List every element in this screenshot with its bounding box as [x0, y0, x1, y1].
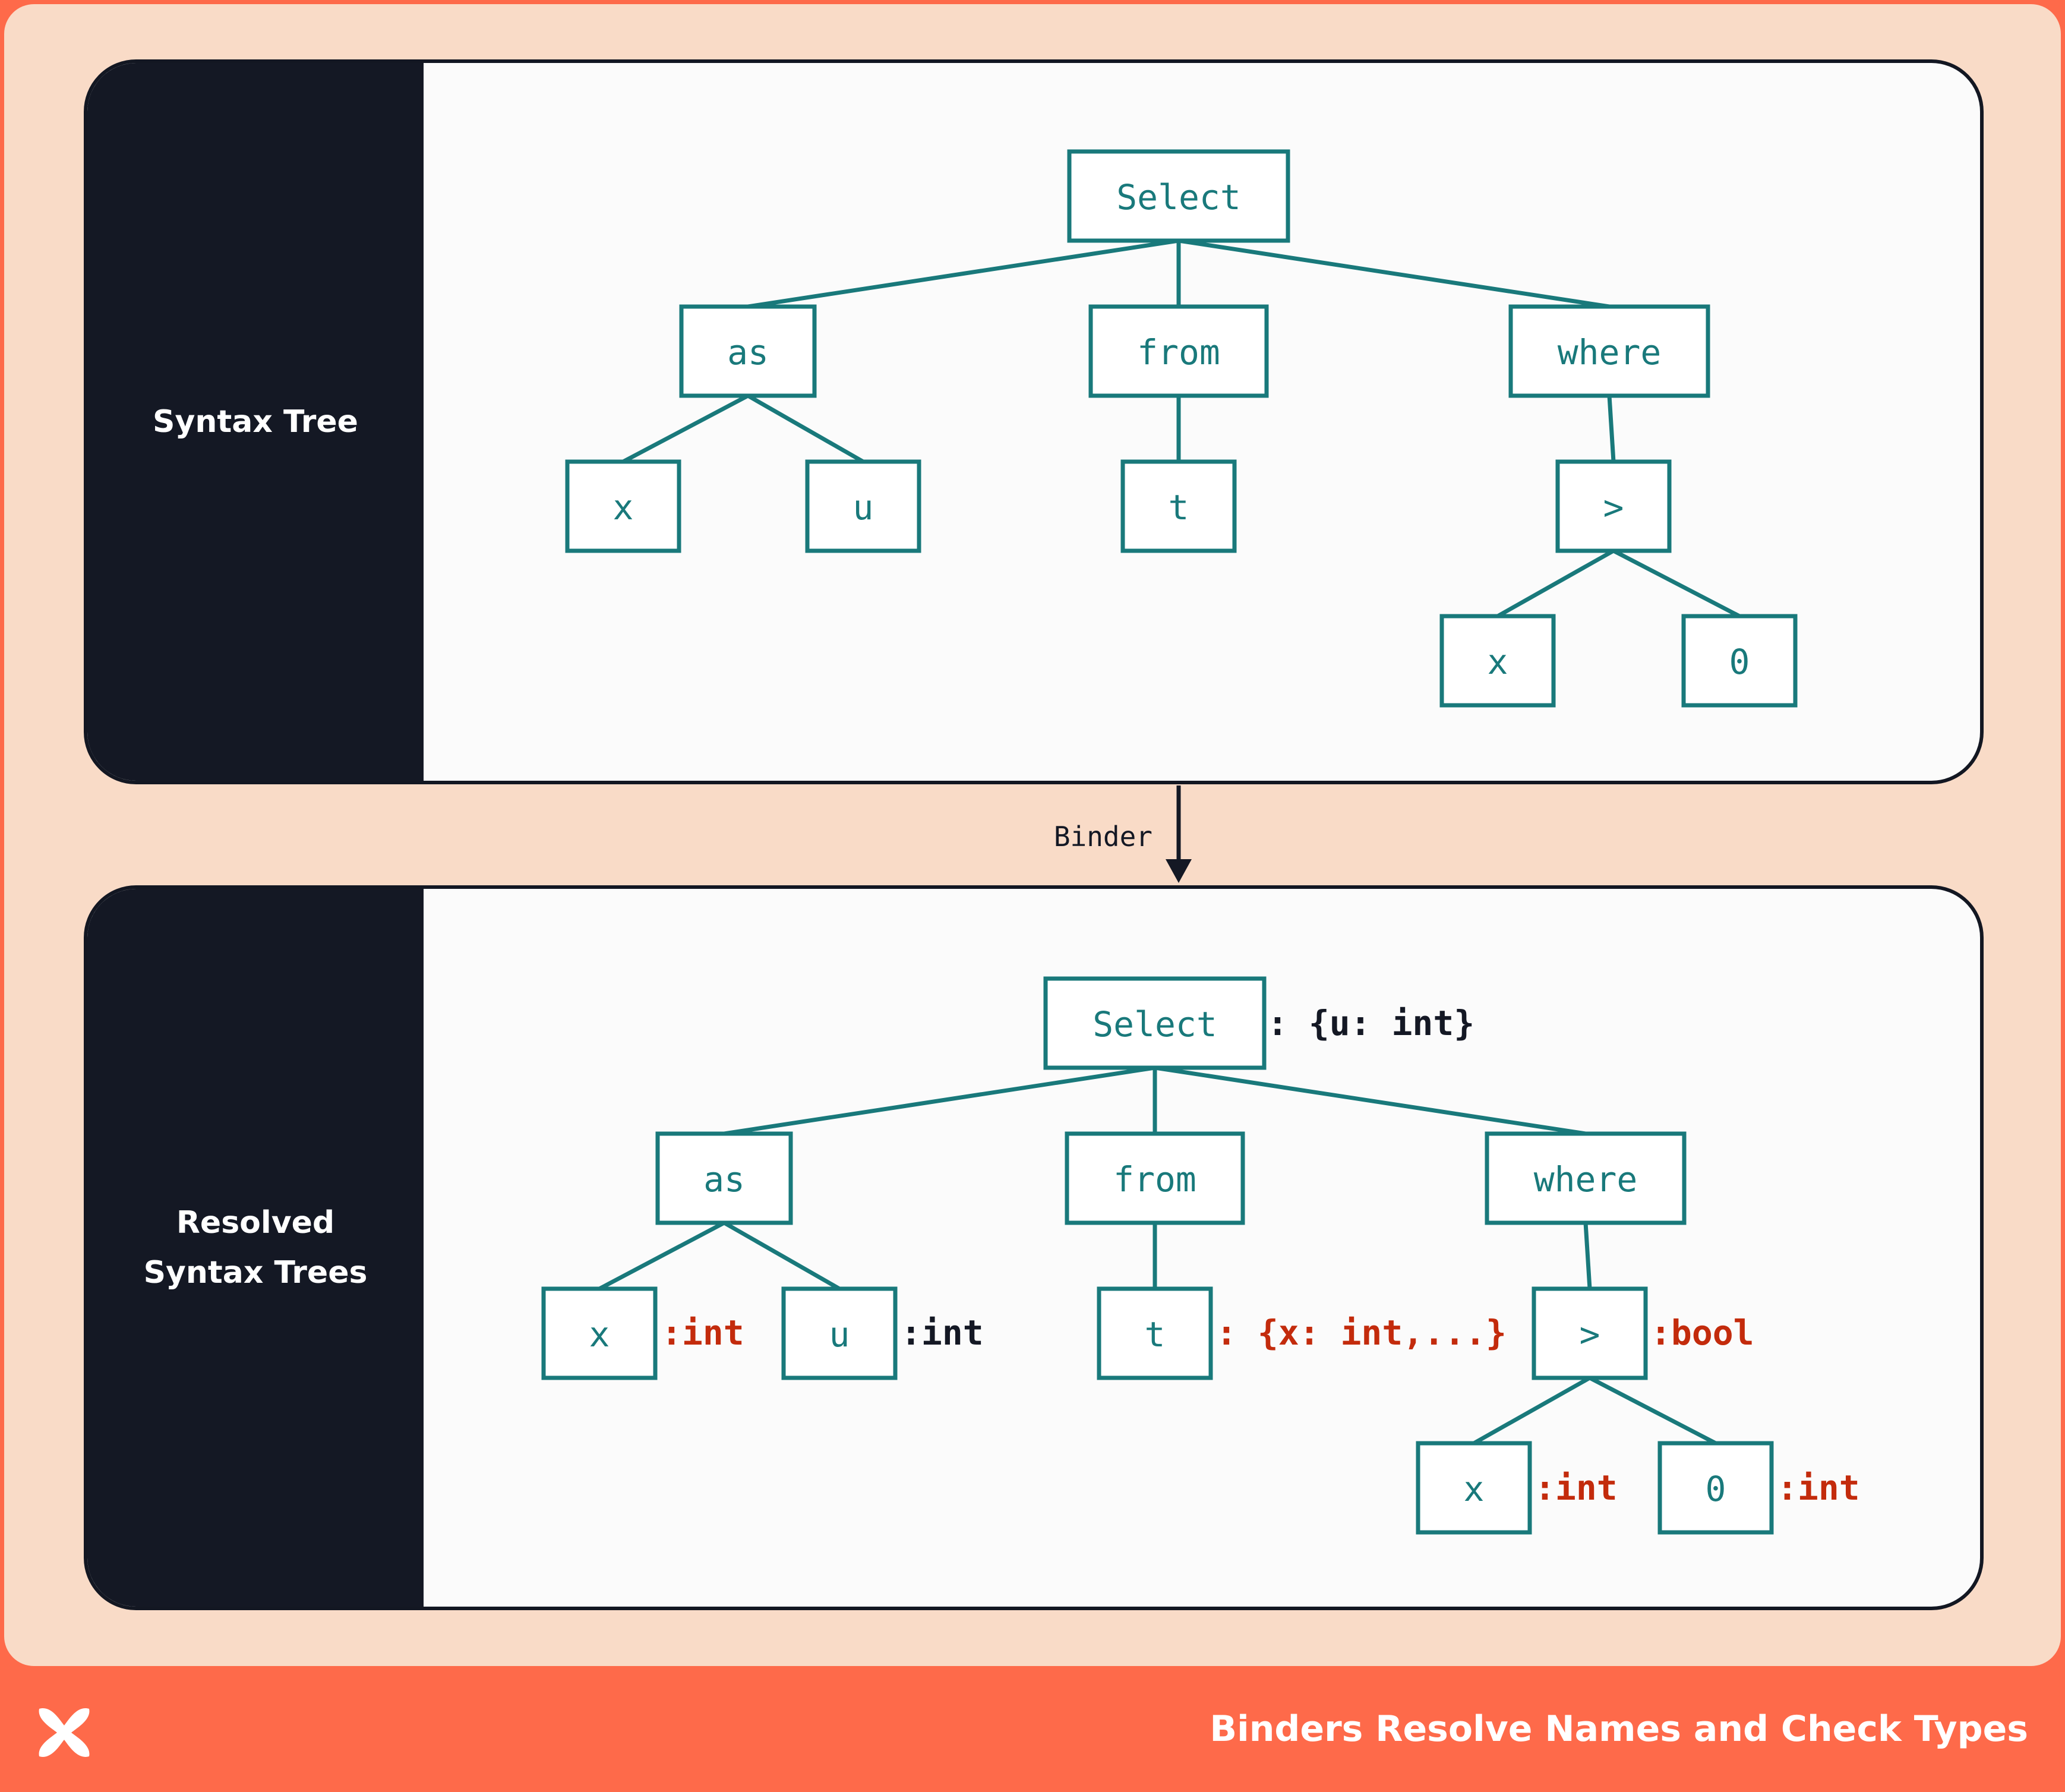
resolved-tree: Select as from where x u t > x 0 — [541, 976, 1774, 1535]
binder-arrow-head — [1166, 859, 1192, 883]
type-annotation-x: :int — [661, 1313, 744, 1353]
resolved-node-x: x — [541, 1286, 658, 1380]
resolved-edge-as-u — [723, 1220, 841, 1291]
resolved-node-from: from — [1065, 1131, 1245, 1225]
syntax-node-label: 0 — [1729, 642, 1750, 682]
syntax-node-zero: 0 — [1681, 614, 1798, 708]
resolved-syntax-trees-label: Resolved Syntax Trees — [87, 889, 424, 1607]
syntax-node-box — [1067, 149, 1290, 243]
syntax-edge-select-where — [1178, 238, 1610, 309]
resolved-node-box — [541, 1286, 658, 1380]
resolved-node-as: as — [655, 1131, 793, 1225]
syntax-node-box — [565, 459, 681, 553]
resolved-node-label: x — [1464, 1469, 1485, 1509]
syntax-tree: Select as from where x u t > x 0 — [565, 149, 1798, 708]
syntax-node-box — [805, 459, 921, 553]
syntax-node-box — [1508, 304, 1710, 398]
syntax-node-box — [679, 304, 817, 398]
resolved-node-label: as — [703, 1159, 745, 1200]
syntax-node-label: x — [1488, 642, 1508, 682]
syntax-node-x: x — [565, 459, 681, 553]
resolved-edge-where-gt — [1583, 1222, 1592, 1289]
resolved-node-label: where — [1534, 1159, 1638, 1200]
type-annotation-zero: :int — [1777, 1468, 1860, 1508]
syntax-node-t: t — [1120, 459, 1237, 553]
resolved-node-label: from — [1113, 1159, 1196, 1200]
type-annotation-gt: :bool — [1650, 1313, 1754, 1353]
resolved-node-box — [1416, 1441, 1532, 1535]
syntax-node-label: as — [727, 332, 769, 373]
syntax-node-from: from — [1088, 304, 1269, 398]
resolved-edge-select-as — [724, 1065, 1155, 1136]
resolved-node-where: where — [1485, 1131, 1687, 1225]
resolved-node-label: Select — [1093, 1004, 1217, 1045]
syntax-node-label: > — [1603, 487, 1624, 528]
brand-x-logo-icon — [39, 1708, 90, 1757]
syntax-node-label: t — [1169, 487, 1189, 528]
syntax-tree-label: Syntax Tree — [87, 63, 424, 781]
type-annotation-u: :int — [901, 1313, 984, 1353]
binder-arrow: Binder — [1054, 785, 1192, 883]
syntax-node-where: where — [1508, 304, 1710, 398]
resolved-node-box — [655, 1131, 793, 1225]
syntax-edge-where-gt — [1607, 395, 1616, 462]
resolved-edge-gt-zero — [1589, 1375, 1717, 1446]
resolved-node-gt: > — [1532, 1286, 1648, 1380]
syntax-node-label: Select — [1116, 177, 1241, 217]
footer-title: Binders Resolve Names and Check Types — [1210, 1708, 2028, 1750]
resolved-node-box — [1097, 1286, 1213, 1380]
syntax-node-box — [1439, 614, 1556, 708]
syntax-node-box — [1555, 459, 1672, 553]
syntax-node-box — [1681, 614, 1798, 708]
resolved-node-label: u — [829, 1314, 850, 1355]
type-annotation-select: : {u: int} — [1267, 1003, 1474, 1043]
syntax-node-as: as — [679, 304, 817, 398]
resolved-node-u: u — [781, 1286, 898, 1380]
resolved-node-label: x — [589, 1314, 610, 1355]
syntax-node-u: u — [805, 459, 921, 553]
type-annotation-x-leaf: :int — [1534, 1468, 1618, 1508]
syntax-node-select: Select — [1067, 149, 1290, 243]
resolved-node-select: Select — [1043, 976, 1267, 1070]
resolved-node-zero: 0 — [1657, 1441, 1774, 1535]
resolved-node-t: t — [1097, 1286, 1213, 1380]
resolved-node-box — [1065, 1131, 1245, 1225]
resolved-node-box — [1532, 1286, 1648, 1380]
syntax-edge-gt-zero — [1612, 548, 1741, 619]
syntax-tree-panel: Syntax Tree — [84, 59, 1984, 784]
resolved-edge-select-where — [1154, 1065, 1586, 1136]
syntax-node-label: x — [613, 487, 634, 528]
resolved-node-box — [781, 1286, 898, 1380]
syntax-node-box — [1088, 304, 1269, 398]
resolved-node-label: > — [1580, 1314, 1600, 1355]
resolved-node-box — [1043, 976, 1267, 1070]
resolved-node-box — [1485, 1131, 1687, 1225]
syntax-node-box — [1120, 459, 1237, 553]
syntax-node-label: from — [1137, 332, 1220, 373]
resolved-node-label: t — [1145, 1314, 1166, 1355]
resolved-edge-gt-x — [1473, 1375, 1591, 1446]
resolved-node-label: 0 — [1706, 1469, 1726, 1509]
syntax-node-label: u — [853, 487, 874, 528]
resolved-node-box — [1657, 1441, 1774, 1535]
resolved-edge-as-x — [598, 1220, 725, 1291]
resolved-node-x: x — [1416, 1441, 1532, 1535]
syntax-edge-as-x — [622, 393, 749, 464]
syntax-node-label: where — [1558, 332, 1662, 373]
type-annotation-t: : {x: int,...} — [1216, 1313, 1507, 1353]
resolved-syntax-trees-panel: Resolved Syntax Trees — [84, 885, 1984, 1610]
syntax-edge-as-u — [747, 393, 864, 464]
syntax-edge-gt-x — [1496, 548, 1615, 619]
syntax-node-x: x — [1439, 614, 1556, 708]
syntax-edge-select-as — [747, 238, 1179, 309]
binder-label: Binder — [1054, 821, 1153, 853]
syntax-node-gt: > — [1555, 459, 1672, 553]
